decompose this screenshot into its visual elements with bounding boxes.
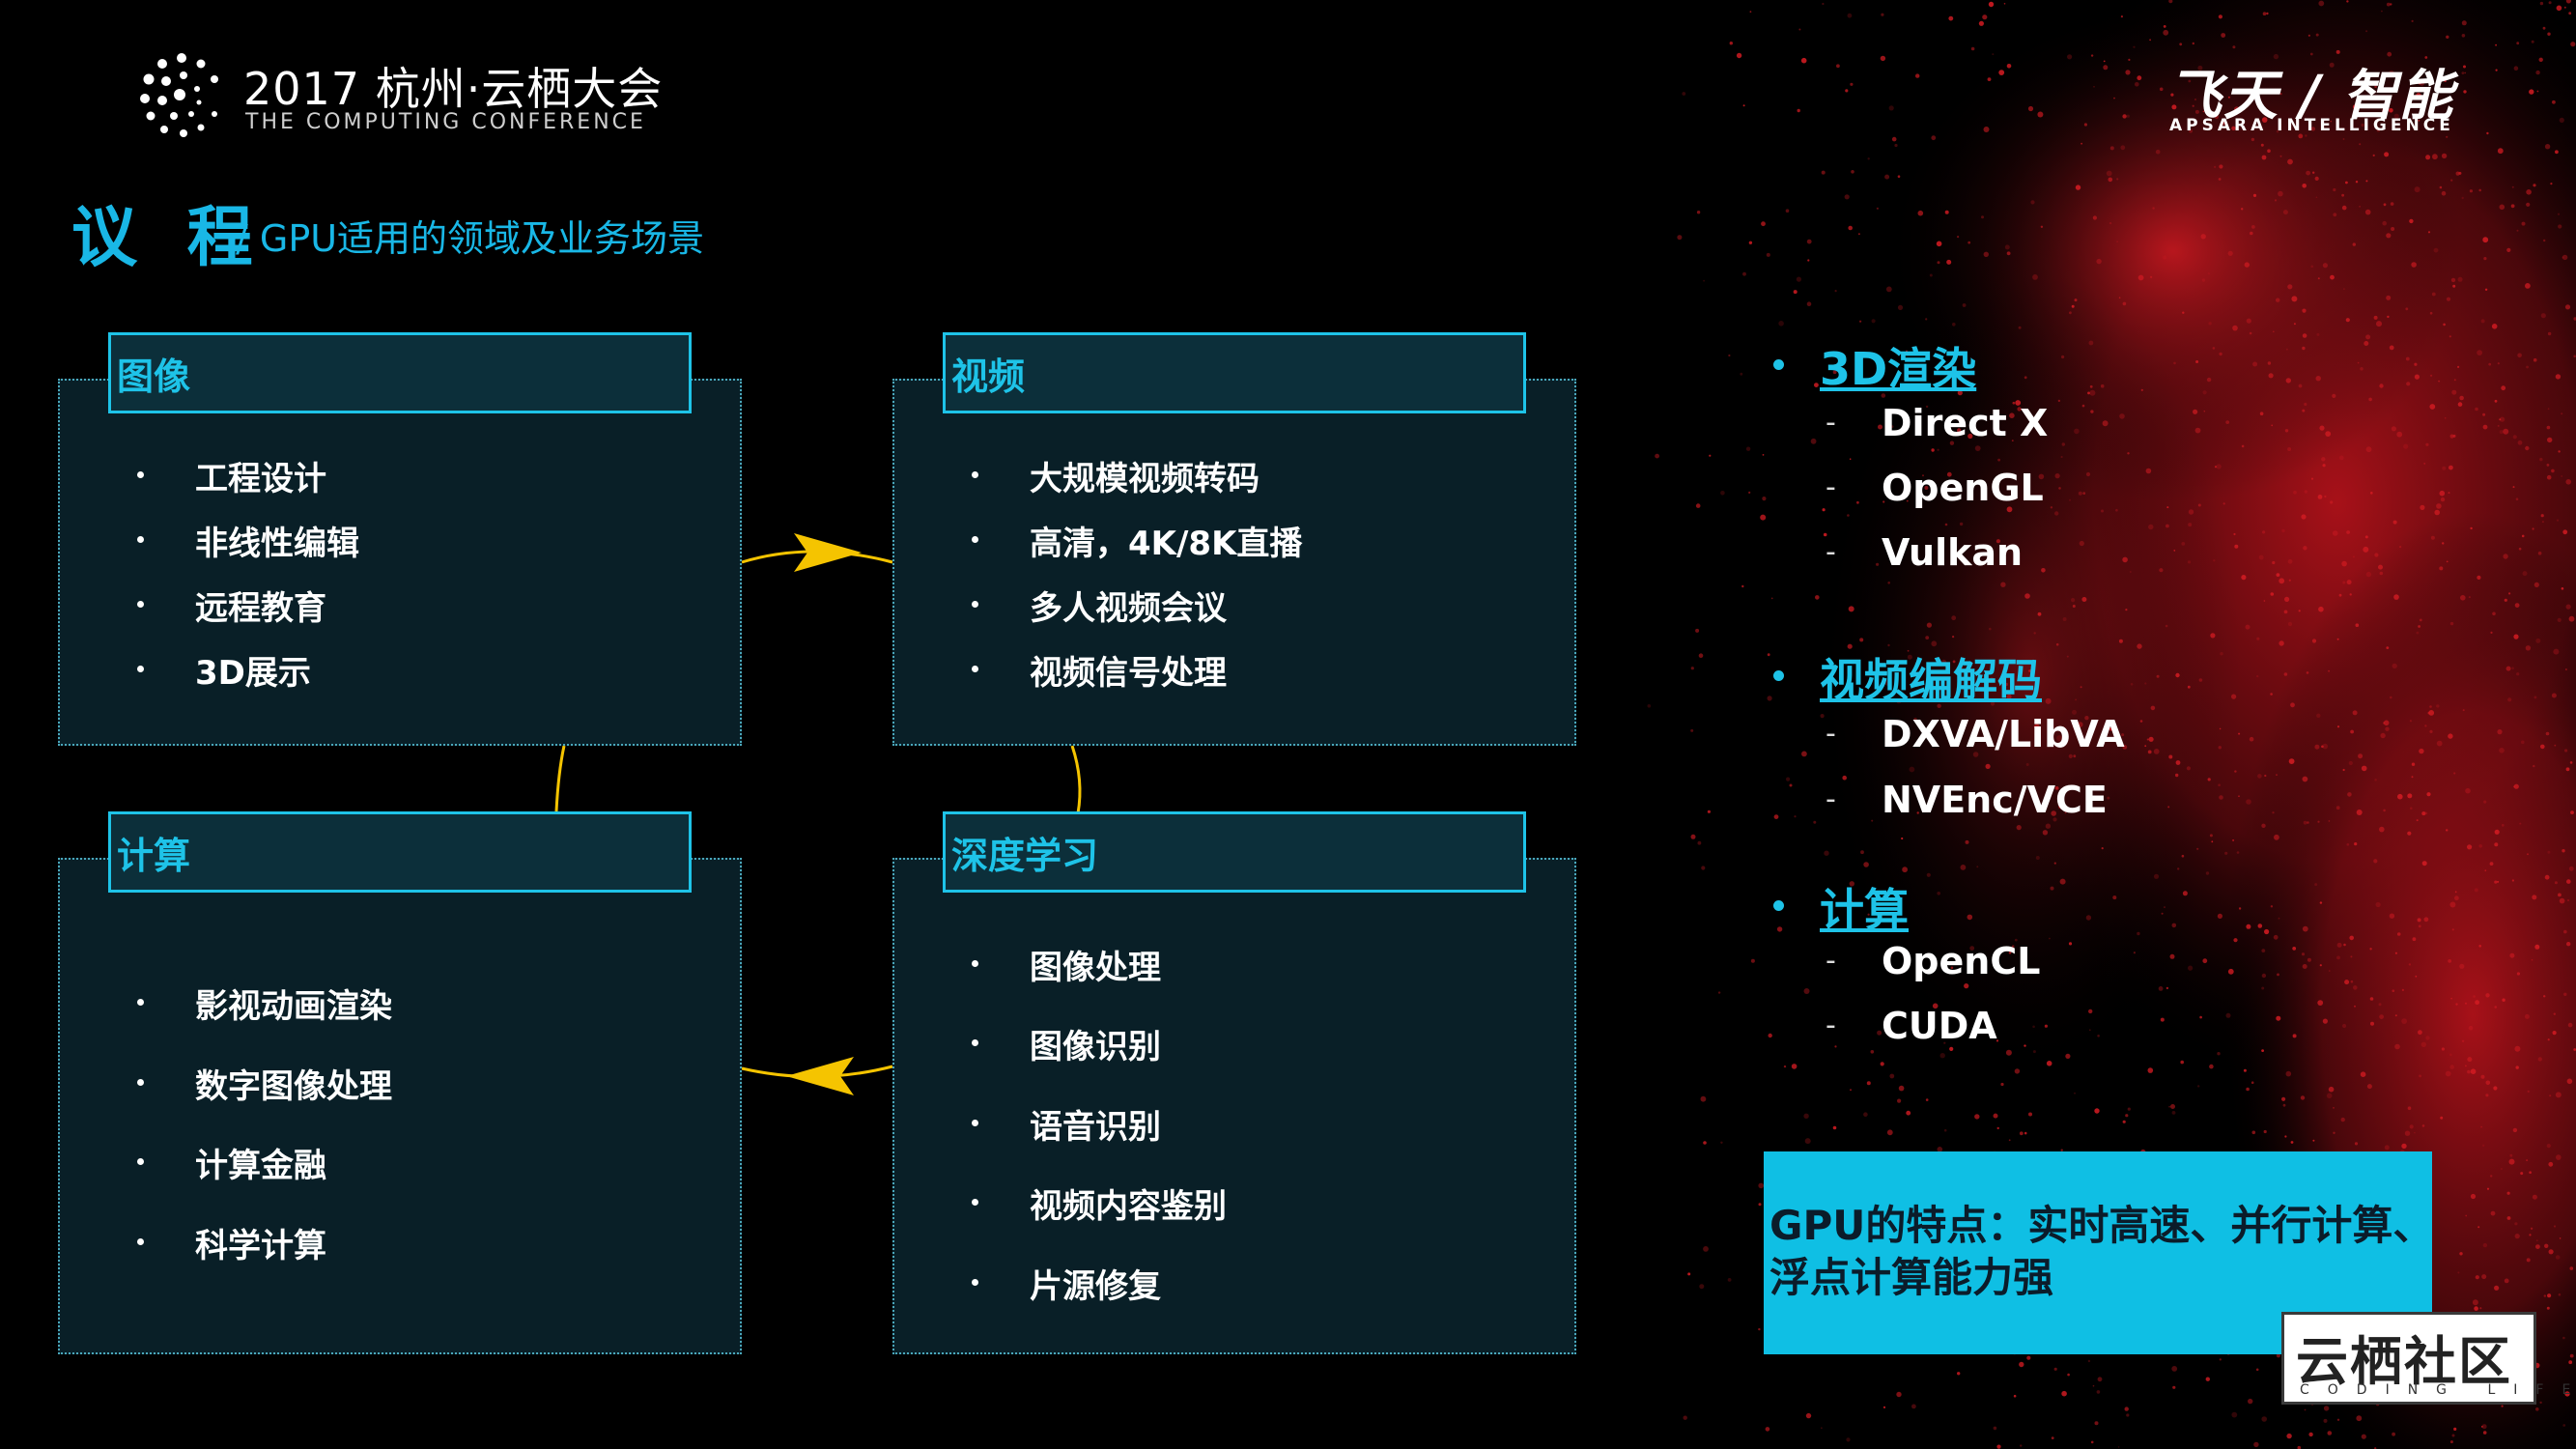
brand-subtitle: APSARA INTELLIGENCE xyxy=(2169,116,2454,135)
tech-item: Direct X xyxy=(1882,402,2049,444)
card-video: 大规模视频转码 高清，4K/8K直播 多人视频会议 视频信号处理 xyxy=(892,379,1576,746)
bullet-icon xyxy=(972,536,978,543)
agenda-subtitle: / GPU适用的领域及业务场景 xyxy=(236,217,705,260)
dash-icon: - xyxy=(1826,470,1836,504)
bullet-icon xyxy=(972,666,978,672)
bullet-icon xyxy=(972,960,978,967)
dash-icon: - xyxy=(1826,535,1836,569)
bullet-icon xyxy=(1773,900,1784,911)
tech-group-title: 计算 xyxy=(1820,884,1909,936)
bullet-icon xyxy=(137,536,144,543)
conference-subtitle: THE COMPUTING CONFERENCE xyxy=(245,110,646,134)
bullet-icon xyxy=(137,601,144,608)
bullet-icon xyxy=(972,1039,978,1046)
bullet-icon xyxy=(972,601,978,608)
dash-icon: - xyxy=(1826,406,1836,440)
card-image-header: 图像 xyxy=(108,332,692,413)
bullet-icon xyxy=(137,471,144,478)
bullet-icon xyxy=(972,1120,978,1126)
dash-icon: - xyxy=(1826,782,1836,816)
card-image-title: 图像 xyxy=(117,355,191,398)
agenda-title: 议 程 xyxy=(71,200,267,276)
bullet-icon xyxy=(972,471,978,478)
dash-icon: - xyxy=(1826,944,1836,978)
bullet-icon xyxy=(137,1158,144,1165)
yunqi-logo-icon xyxy=(140,53,218,137)
card-compute: 影视动画渲染 数字图像处理 计算金融 科学计算 xyxy=(58,858,742,1354)
tech-item: NVEnc/VCE xyxy=(1882,779,2108,821)
watermark-cn: 云栖社区 xyxy=(2296,1331,2512,1392)
yunqi-community-watermark: 云栖社区 CODING LIFE xyxy=(2281,1312,2570,1405)
card-deep-learning-title: 深度学习 xyxy=(951,834,1099,877)
tech-group-title: 3D渲染 xyxy=(1820,343,1977,395)
tech-item: Vulkan xyxy=(1882,531,2024,574)
tech-item: OpenGL xyxy=(1882,467,2044,509)
arrow-right-icon xyxy=(794,533,862,572)
card-video-header: 视频 xyxy=(943,332,1526,413)
bullet-icon xyxy=(972,1199,978,1206)
bullet-icon xyxy=(1773,670,1784,681)
bullet-icon xyxy=(1773,359,1784,370)
bullet-icon xyxy=(972,1279,978,1286)
card-deep-learning-header: 深度学习 xyxy=(943,811,1526,893)
connector-video-to-deep-learning xyxy=(1070,745,1082,814)
card-deep-learning: 图像处理 图像识别 语音识别 视频内容鉴别 片源修复 xyxy=(892,858,1576,1354)
bullet-icon xyxy=(137,1238,144,1245)
brand-title: 飞天 / 智能 xyxy=(2167,65,2455,128)
watermark-en: CODING LIFE xyxy=(2300,1382,2576,1398)
conference-title: 2017 杭州·云栖大会 xyxy=(243,63,664,115)
arrow-left-icon xyxy=(786,1057,854,1095)
tech-item: DXVA/LibVA xyxy=(1882,713,2125,755)
card-video-title: 视频 xyxy=(951,355,1026,398)
gpu-feature-text: GPU的特点：实时高速、并行计算、浮点计算能力强 xyxy=(1769,1202,2434,1301)
dash-icon: - xyxy=(1826,717,1836,751)
bullet-icon xyxy=(137,666,144,672)
bullet-icon xyxy=(137,1079,144,1086)
tech-group-title: 视频编解码 xyxy=(1820,654,2042,706)
dash-icon: - xyxy=(1826,1009,1836,1042)
card-compute-title: 计算 xyxy=(117,834,191,877)
bullet-icon xyxy=(137,999,144,1006)
card-compute-header: 计算 xyxy=(108,811,692,893)
tech-item: OpenCL xyxy=(1882,940,2041,982)
connector-compute-to-image xyxy=(554,745,566,812)
card-image: 工程设计 非线性编辑 远程教育 3D展示 xyxy=(58,379,742,746)
tech-item: CUDA xyxy=(1882,1005,1997,1047)
